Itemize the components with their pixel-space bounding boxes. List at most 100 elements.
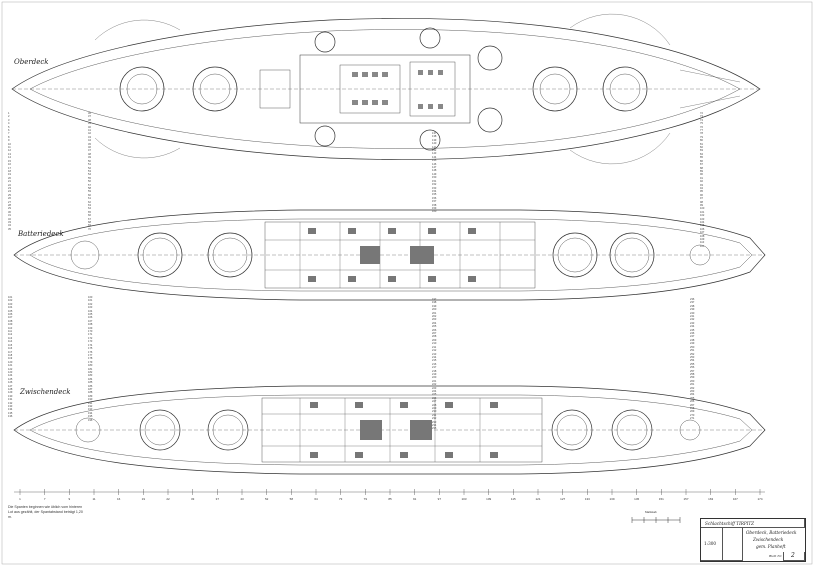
title-sheet-label: Blatt Nr. — [769, 553, 783, 558]
legend-entry: 59 — [88, 190, 91, 194]
legend-entry: 9 — [8, 139, 10, 143]
legend-entry: 107 — [8, 316, 13, 320]
legend-entry: 191 — [88, 401, 93, 405]
legend-entry: 100 — [700, 207, 705, 211]
legend-entry: 195 — [88, 415, 93, 419]
legend-entry: 61 — [88, 197, 91, 201]
legend-entry: 150 — [432, 176, 437, 180]
legend-entry: 137 — [432, 132, 437, 135]
frame-number: 163 — [708, 497, 713, 501]
legend-entry: 135 — [8, 411, 13, 415]
legend-entry: 184 — [88, 377, 93, 381]
legend-entry: 167 — [88, 319, 93, 323]
legend-entry: 63 — [88, 203, 91, 207]
legend-entry: 181 — [88, 367, 93, 371]
legend-entry: 99 — [700, 203, 703, 207]
legend-entry: 103 — [700, 217, 705, 221]
title-line3: Zwischendeck — [753, 537, 784, 542]
legend-entry: 27 — [8, 200, 11, 204]
legend-entry: 40 — [88, 125, 91, 129]
legend-entry: 89 — [700, 169, 703, 173]
legend-entry: 148 — [432, 169, 437, 173]
drawing-note: Die Spanten beginnen wie üblich vom hint… — [8, 505, 83, 520]
legend-entry: 267 — [690, 403, 695, 407]
legend-entry: 130 — [8, 394, 13, 398]
legend-entry: 151 — [432, 179, 437, 183]
legend-entry: 98 — [700, 200, 703, 204]
legend-entry: 92 — [700, 180, 703, 184]
legend-entry: 50 — [88, 159, 91, 163]
legend-entry: 133 — [8, 405, 13, 408]
legend-entry: 101 — [700, 210, 705, 214]
legend-entry: 208 — [432, 335, 437, 339]
legend-entry: 19 — [8, 173, 11, 177]
legend-entry: 4 — [8, 122, 10, 126]
legend-entry: 129 — [8, 391, 13, 395]
legend-entry: 218 — [432, 369, 437, 373]
legend-entry: 134 — [8, 408, 13, 412]
legend-entry: 190 — [88, 398, 93, 402]
legend-entry: 174 — [88, 343, 93, 347]
legend-entry: 78 — [700, 132, 703, 136]
legend-entry: 266 — [690, 400, 695, 404]
legend-entry: 87 — [700, 163, 703, 167]
frame-number: 16 — [117, 497, 121, 501]
legend-entry: 33 — [8, 221, 11, 224]
legend-entry: 5 — [8, 125, 10, 129]
legend-entry: 45 — [88, 142, 91, 146]
legend-entry: 193 — [88, 408, 93, 412]
legend-entry: 192 — [88, 405, 93, 408]
legend-entry: 15 — [8, 159, 11, 163]
legend-entry: 95 — [700, 190, 703, 194]
frame-number: 73 — [339, 497, 343, 501]
legend-entry: 225 — [432, 393, 437, 397]
legend-entry: 186 — [88, 384, 93, 388]
legend-entry: 199 — [432, 304, 437, 308]
frame-number: 115 — [511, 497, 516, 501]
zwischendeck-details — [310, 402, 498, 458]
title-ship: Schlachtschiff TIRPITZ — [705, 520, 755, 526]
legend-entry: 91 — [700, 176, 703, 180]
legend-entry: 21 — [8, 180, 11, 184]
legend-entry: 224 — [432, 389, 437, 393]
legend-entry: 268 — [690, 407, 695, 410]
legend-entry: 53 — [88, 169, 91, 173]
legend-entry: 101 — [8, 296, 13, 299]
legend-entry: 241 — [690, 315, 695, 319]
frame-number: 19 — [142, 497, 146, 501]
legend-entry: 6 — [8, 129, 10, 133]
legend-entry: 227 — [432, 400, 437, 404]
legend-entry: 24 — [8, 190, 11, 194]
legend-entry: 52 — [88, 166, 91, 170]
legend-entry: 270 — [690, 413, 695, 417]
legend-entry: 25 — [8, 193, 11, 197]
legend-entry: 153 — [432, 186, 437, 190]
legend-entry: 188 — [88, 391, 93, 395]
legend-entry: 255 — [690, 362, 695, 366]
legend-entry: 144 — [432, 155, 437, 159]
legend-entry: 22 — [8, 183, 11, 187]
legend-entry: 117 — [8, 350, 13, 354]
legend-entry: 162 — [88, 302, 93, 306]
deck-label-batteriedeck: Batteriedeck — [18, 230, 64, 238]
legend-entry: 105 — [700, 224, 705, 228]
legend-entry: 121 — [8, 364, 13, 368]
legend-entry: 203 — [432, 318, 437, 322]
legend-entry: 109 — [8, 323, 13, 327]
frame-number: 157 — [683, 497, 688, 501]
legend-entry: 221 — [432, 379, 437, 383]
legend-entry: 80 — [700, 139, 703, 143]
legend-entry: 47 — [88, 149, 91, 153]
legend-entry: 180 — [88, 364, 93, 368]
frame-number: 22 — [166, 497, 170, 501]
legend-entry: 138 — [432, 135, 437, 139]
legend-entry: 118 — [8, 353, 13, 357]
legend-entry: 108 — [8, 319, 13, 323]
legend-entry: 170 — [88, 330, 93, 334]
legend-entry: 14 — [8, 156, 11, 160]
legend-entry: 245 — [690, 328, 695, 332]
legend-entry: 44 — [88, 139, 91, 143]
